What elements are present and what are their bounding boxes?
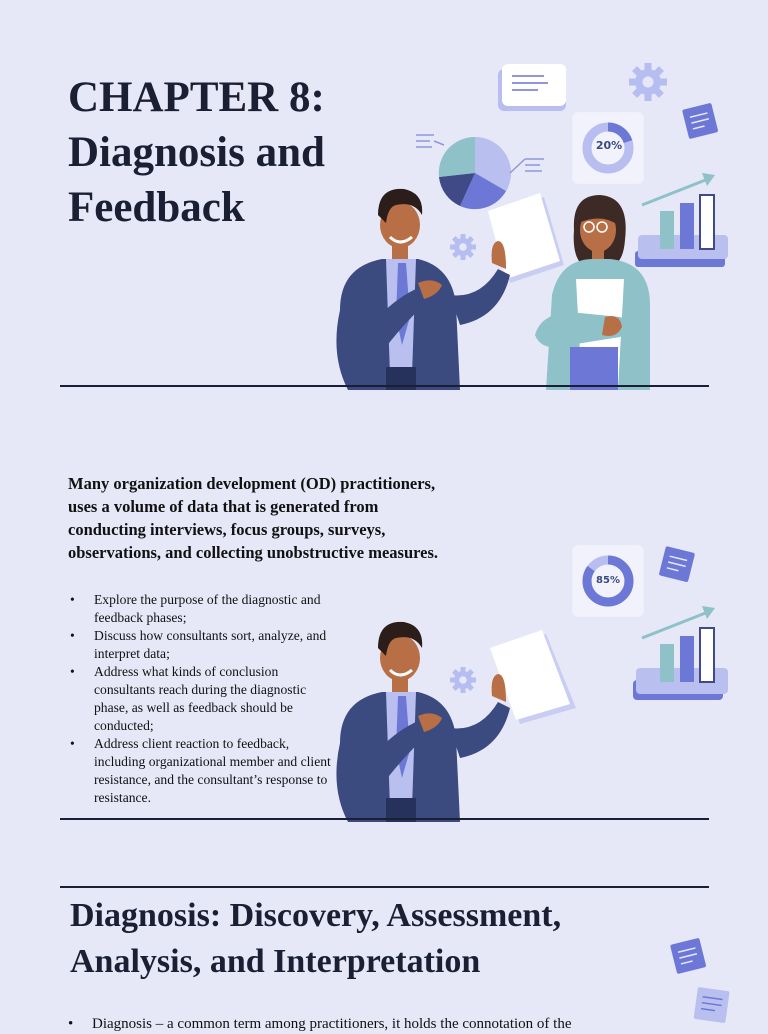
list-item: Address what kinds of conclusion consult… bbox=[68, 663, 333, 735]
woman-consultant-figure bbox=[535, 195, 650, 390]
chapter-title-line1: CHAPTER 8: bbox=[68, 74, 325, 121]
sticky-note-icon bbox=[693, 987, 730, 1023]
donut-top-label: 20% bbox=[595, 139, 623, 152]
note-card-icon bbox=[498, 64, 566, 111]
intro-paragraph: Many organization development (OD) pract… bbox=[68, 474, 439, 562]
list-item: Discuss how consultants sort, analyze, a… bbox=[68, 627, 333, 663]
chapter-title-line2: Diagnosis and bbox=[68, 129, 325, 176]
presenter-illustration bbox=[336, 545, 728, 822]
list-item: Address client reaction to feedback, inc… bbox=[68, 735, 333, 807]
man-presenter-figure bbox=[336, 621, 510, 822]
man-consultant-figure bbox=[336, 188, 510, 390]
diagnosis-definition-text: Diagnosis – a common term among practiti… bbox=[92, 1016, 572, 1032]
section-title-line2: Analysis, and Interpretation bbox=[70, 943, 481, 980]
sticky-note-icon bbox=[682, 103, 718, 139]
divider-line-1 bbox=[60, 385, 709, 387]
section-title: Diagnosis: Discovery, Assessment, Analys… bbox=[70, 893, 690, 985]
donut-progress-card bbox=[572, 112, 644, 184]
pie-chart-icon bbox=[416, 134, 544, 210]
divider-line-2 bbox=[60, 818, 709, 820]
document-icon bbox=[488, 193, 564, 283]
bar-chart-icon bbox=[633, 606, 728, 700]
section-title-line1: Diagnosis: Discovery, Assessment, bbox=[70, 897, 562, 934]
donut-mid-label: 85% bbox=[596, 575, 620, 586]
small-gear-icon bbox=[450, 667, 476, 693]
donut-mid-arc bbox=[582, 555, 634, 607]
gear-icon bbox=[629, 63, 667, 101]
list-item: Explore the purpose of the diagnostic an… bbox=[68, 591, 333, 627]
list-item: •Diagnosis – a common term among practit… bbox=[68, 1016, 572, 1032]
consultants-illustration bbox=[336, 63, 728, 390]
donut-progress-card bbox=[572, 545, 644, 617]
chapter-title-line3: Feedback bbox=[68, 184, 245, 231]
bar-chart-icon bbox=[635, 173, 728, 267]
sticky-note-icon bbox=[670, 938, 706, 974]
sticky-notes-decoration bbox=[670, 938, 730, 1023]
document-icon bbox=[490, 630, 576, 724]
objectives-list: Explore the purpose of the diagnostic an… bbox=[68, 591, 333, 807]
divider-line-3 bbox=[60, 886, 709, 888]
sticky-note-icon bbox=[659, 546, 695, 582]
small-gear-icon bbox=[450, 234, 476, 260]
chapter-title: CHAPTER 8: Diagnosis and Feedback bbox=[68, 70, 368, 235]
donut-top-arc bbox=[582, 122, 634, 174]
